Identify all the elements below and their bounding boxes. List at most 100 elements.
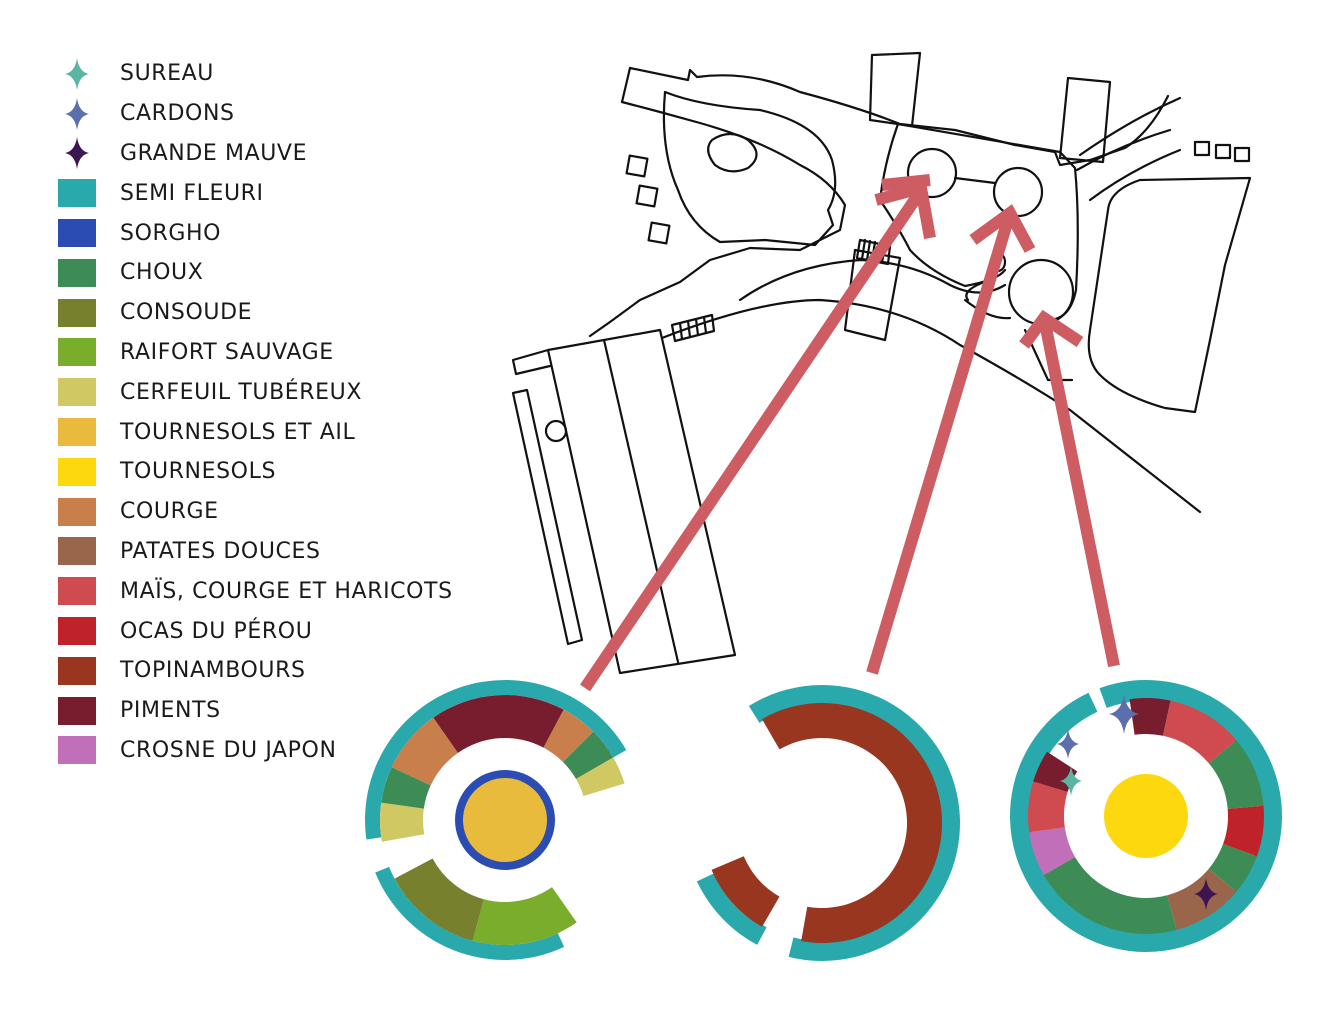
legend-label: CROSNE DU JAPON bbox=[120, 737, 337, 763]
legend-label: TOURNESOLS bbox=[120, 459, 277, 485]
donut-1-segment bbox=[394, 858, 484, 941]
map-building-right bbox=[1058, 76, 1112, 164]
legend-label: CHOUX bbox=[120, 260, 204, 286]
semi-fleuri-ring bbox=[696, 872, 767, 945]
arrow-3-head bbox=[1019, 309, 1084, 349]
semi-fleuri-ring-1 bbox=[375, 866, 565, 961]
legend-item: OCAS DU PÉROU bbox=[58, 611, 458, 651]
donut-3-segment bbox=[1223, 805, 1264, 857]
grande-mauve-star-icon bbox=[1194, 878, 1218, 910]
legend-swatch bbox=[58, 179, 96, 208]
donut-3-segment bbox=[1208, 844, 1257, 892]
legend-swatch bbox=[58, 617, 96, 646]
map-square-2 bbox=[1214, 143, 1232, 160]
donut-3-segment bbox=[1129, 698, 1171, 736]
map-circle-link bbox=[953, 176, 997, 185]
map-right-walk bbox=[1075, 96, 1182, 202]
legend-label: OCAS DU PÉROU bbox=[120, 618, 313, 644]
legend-item: MAÏS, COURGE ET HARICOTS bbox=[58, 571, 458, 611]
map-long-strip bbox=[511, 388, 584, 646]
legend-label: PIMENTS bbox=[120, 698, 221, 724]
legend-item-sureau: SUREAU bbox=[58, 54, 458, 94]
legend-item-cardons: CARDONS bbox=[58, 94, 458, 134]
donut-1-segment bbox=[433, 695, 564, 753]
legend-swatch bbox=[58, 378, 96, 407]
map-north-path bbox=[628, 66, 1170, 167]
legend-item: RAIFORT SAUVAGE bbox=[58, 333, 458, 373]
legend-item: PIMENTS bbox=[58, 691, 458, 731]
legend-label: SUREAU bbox=[120, 61, 215, 87]
map-garden-circle-2 bbox=[992, 166, 1044, 218]
legend-item: CHOUX bbox=[58, 253, 458, 293]
legend-label: CARDONS bbox=[120, 101, 235, 127]
map-north-inner bbox=[588, 100, 847, 338]
donut-1-segment bbox=[543, 709, 594, 763]
donut-1-segment bbox=[381, 767, 431, 809]
legend-label: TOURNESOLS ET AIL bbox=[120, 419, 356, 445]
donut-1-segment bbox=[562, 731, 614, 779]
cardons-star-icon bbox=[1109, 694, 1139, 734]
crop-donuts bbox=[365, 679, 1283, 961]
legend-label: CONSOUDE bbox=[120, 300, 253, 326]
map-square-6 bbox=[647, 221, 671, 245]
legend-item-grande-mauve: GRANDE MAUVE bbox=[58, 134, 458, 174]
legend-item: CERFEUIL TUBÉREUX bbox=[58, 372, 458, 412]
map-pond bbox=[707, 132, 758, 173]
legend-label: SORGHO bbox=[120, 220, 222, 246]
legend-swatch bbox=[58, 537, 96, 566]
donut-3-segment bbox=[1043, 857, 1177, 934]
legend-label: GRANDE MAUVE bbox=[120, 140, 308, 166]
legend-item: SEMI FLEURI bbox=[58, 173, 458, 213]
legend-swatch bbox=[58, 656, 96, 685]
legend-label: MAÏS, COURGE ET HARICOTS bbox=[120, 578, 453, 604]
arrows bbox=[580, 174, 1120, 692]
legend-item: TOURNESOLS bbox=[58, 452, 458, 492]
donut-1-segment bbox=[472, 887, 577, 945]
arrow-3-shaft bbox=[1038, 316, 1120, 668]
map-square-3 bbox=[1233, 146, 1251, 163]
donut-1-segment bbox=[391, 717, 458, 786]
donut-1-segment bbox=[576, 757, 625, 797]
legend-swatch bbox=[58, 577, 96, 606]
tournesols-ail-circle bbox=[463, 778, 547, 862]
legend-swatch bbox=[58, 258, 96, 287]
legend-label: CERFEUIL TUBÉREUX bbox=[120, 379, 363, 405]
sureau-star-icon bbox=[58, 56, 96, 92]
legend-swatch bbox=[58, 298, 96, 327]
arrow-1-head-b bbox=[881, 174, 931, 191]
legend-item: CROSNE DU JAPON bbox=[58, 731, 458, 771]
map-grate-2 bbox=[670, 313, 716, 343]
legend-swatch bbox=[58, 219, 96, 248]
cardons-star-icon bbox=[1056, 729, 1080, 759]
legend-label: PATATES DOUCES bbox=[120, 538, 321, 564]
cardons-star-icon bbox=[58, 96, 96, 132]
donut-3-segment bbox=[1208, 740, 1264, 809]
map-square-5 bbox=[635, 184, 659, 208]
topinambours-segment bbox=[711, 856, 780, 927]
legend-label: TOPINAMBOURS bbox=[120, 658, 306, 684]
map-square-4 bbox=[625, 154, 649, 178]
map-right-block bbox=[1087, 176, 1252, 414]
legend-item: CONSOUDE bbox=[58, 293, 458, 333]
semi-fleuri-ring bbox=[748, 684, 961, 961]
legend-item: TOPINAMBOURS bbox=[58, 651, 458, 691]
map-garden-circle-1 bbox=[906, 147, 958, 199]
legend-item: SORGHO bbox=[58, 213, 458, 253]
map-square-1 bbox=[1193, 140, 1211, 157]
donut-1-segment bbox=[380, 802, 425, 842]
map-main-building-line-1 bbox=[602, 338, 680, 664]
legend-swatch bbox=[58, 457, 96, 486]
sureau-star-icon bbox=[1059, 766, 1083, 796]
donut-3-segment bbox=[1163, 700, 1237, 764]
legend-label: RAIFORT SAUVAGE bbox=[120, 339, 334, 365]
donut-3-segment bbox=[1027, 781, 1068, 833]
map-main-building bbox=[546, 328, 737, 675]
legend-swatch bbox=[58, 696, 96, 725]
garden-map bbox=[511, 51, 1252, 675]
legend-swatch bbox=[58, 418, 96, 447]
map-left-curve bbox=[620, 66, 632, 104]
map-round-mark bbox=[544, 419, 568, 443]
legend-label: SEMI FLEURI bbox=[120, 180, 264, 206]
arrow-2-head bbox=[969, 204, 1036, 253]
arrow-1-head bbox=[874, 180, 936, 240]
